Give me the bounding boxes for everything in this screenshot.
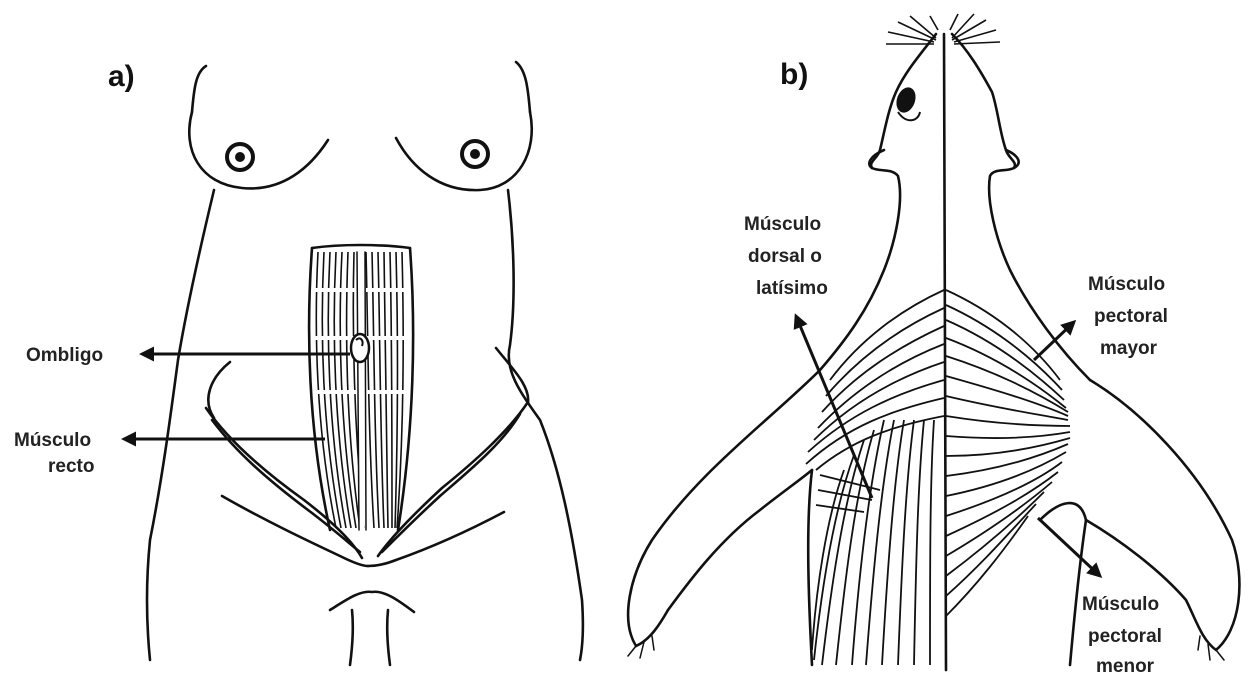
panel-b-label: b) — [780, 58, 808, 91]
rectus-muscle-drawing — [309, 245, 413, 530]
navel-icon — [351, 334, 369, 362]
dorsal-arrow — [796, 316, 872, 498]
pectoral-menor-label: Músculo pectoral menor — [1082, 594, 1167, 674]
pectoral-mayor-label: Músculo pectoral mayor — [1088, 274, 1173, 359]
ombligo-label: Ombligo — [26, 345, 103, 366]
panel-a: a) — [14, 60, 583, 665]
pectoral-menor-arrow — [1038, 518, 1100, 576]
panel-b: b) — [628, 14, 1239, 674]
musculo-recto-label: Músculo recto — [14, 430, 96, 477]
nipple-right-icon — [462, 141, 488, 167]
panel-a-label: a) — [108, 60, 135, 93]
nipple-left-icon — [227, 144, 253, 170]
pectoral-muscle-fibers — [806, 290, 1070, 665]
dorsal-label: Músculo dorsal o latísimo — [744, 214, 828, 299]
